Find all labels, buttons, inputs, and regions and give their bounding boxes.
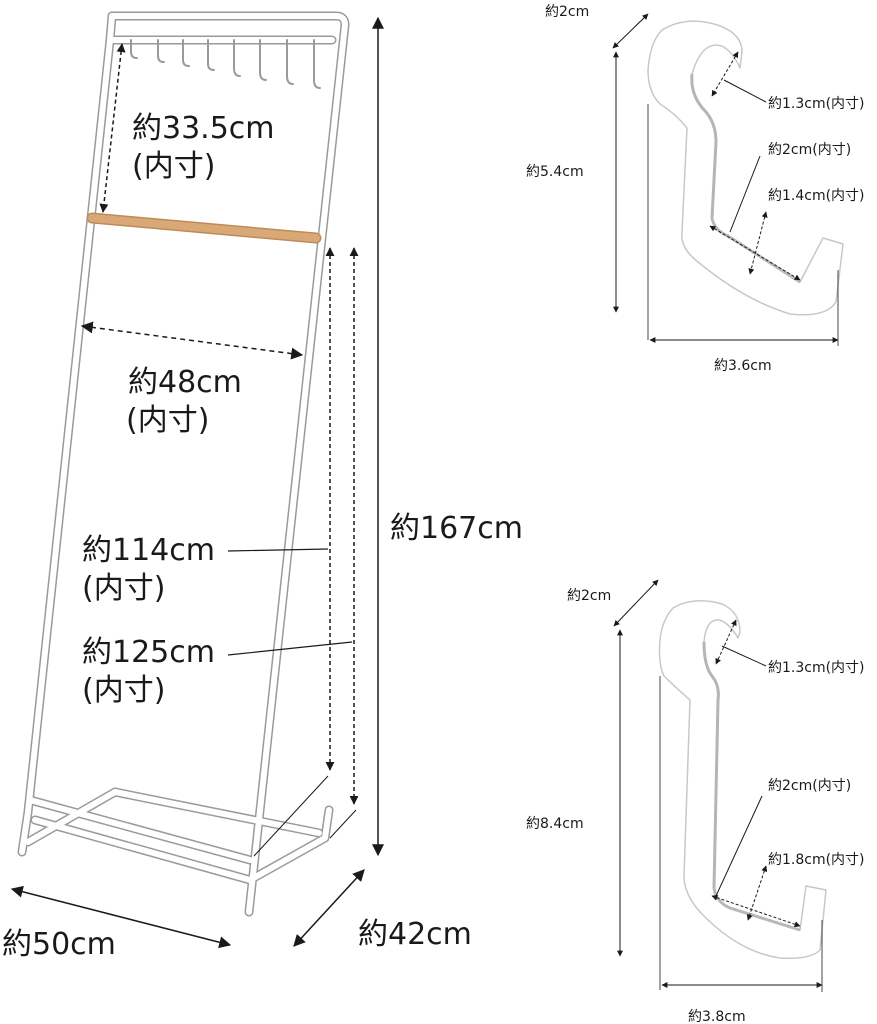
height-125-label: 約125cm [82,635,215,670]
height-114-inner-label: (内寸) [82,571,165,606]
hook-small-width-label: 約3.6cm [714,358,772,374]
hook-small-depth-label: 約2cm [545,4,589,20]
height-114-label: 約114cm [82,533,215,568]
rack-illustration [17,11,350,917]
hook-small-top-inner-label: 約1.3cm(内寸) [768,96,865,112]
hook-small-dimension-lines [612,13,839,346]
hook-small-bottom-inner-width-label: 約2cm(内寸) [768,142,851,158]
width-label: 約50cm [2,927,116,962]
hook-small-bottom-inner-depth-label: 約1.4cm(内寸) [768,188,865,204]
rack-dimension-lines [10,16,384,949]
hook-large-dimension-lines [613,579,823,992]
hook-small-illustration [647,20,844,316]
hook-area-height-label: 約33.5cm [132,111,275,146]
hook-large-height-label: 約8.4cm [526,816,584,832]
inner-width-label: 約48cm [128,365,242,400]
hook-small-height-label: 約5.4cm [526,164,584,180]
hook-large-depth-label: 約2cm [567,588,611,604]
hook-small-labels: 約2cm 約1.3cm(内寸) 約2cm(内寸) 約1.4cm(内寸) 約5.4… [526,4,865,374]
hook-large-bottom-inner-depth-label: 約1.8cm(内寸) [768,852,865,868]
hook-large-top-inner-label: 約1.3cm(内寸) [768,660,865,676]
total-height-label: 約167cm [390,511,523,546]
hook-area-inner-label: (内寸) [132,149,215,184]
inner-width-inner-label: (内寸) [126,403,209,438]
height-125-inner-label: (内寸) [82,673,165,708]
hook-large-labels: 約2cm 約1.3cm(内寸) 約2cm(内寸) 約1.8cm(内寸) 約8.4… [526,588,865,1024]
hook-large-bottom-inner-width-label: 約2cm(内寸) [768,778,851,794]
hook-large-width-label: 約3.8cm [688,1009,746,1024]
rack-labels: 約33.5cm (内寸) 約48cm (内寸) 約114cm (内寸) 約125… [2,111,523,962]
depth-label: 約42cm [358,917,472,952]
